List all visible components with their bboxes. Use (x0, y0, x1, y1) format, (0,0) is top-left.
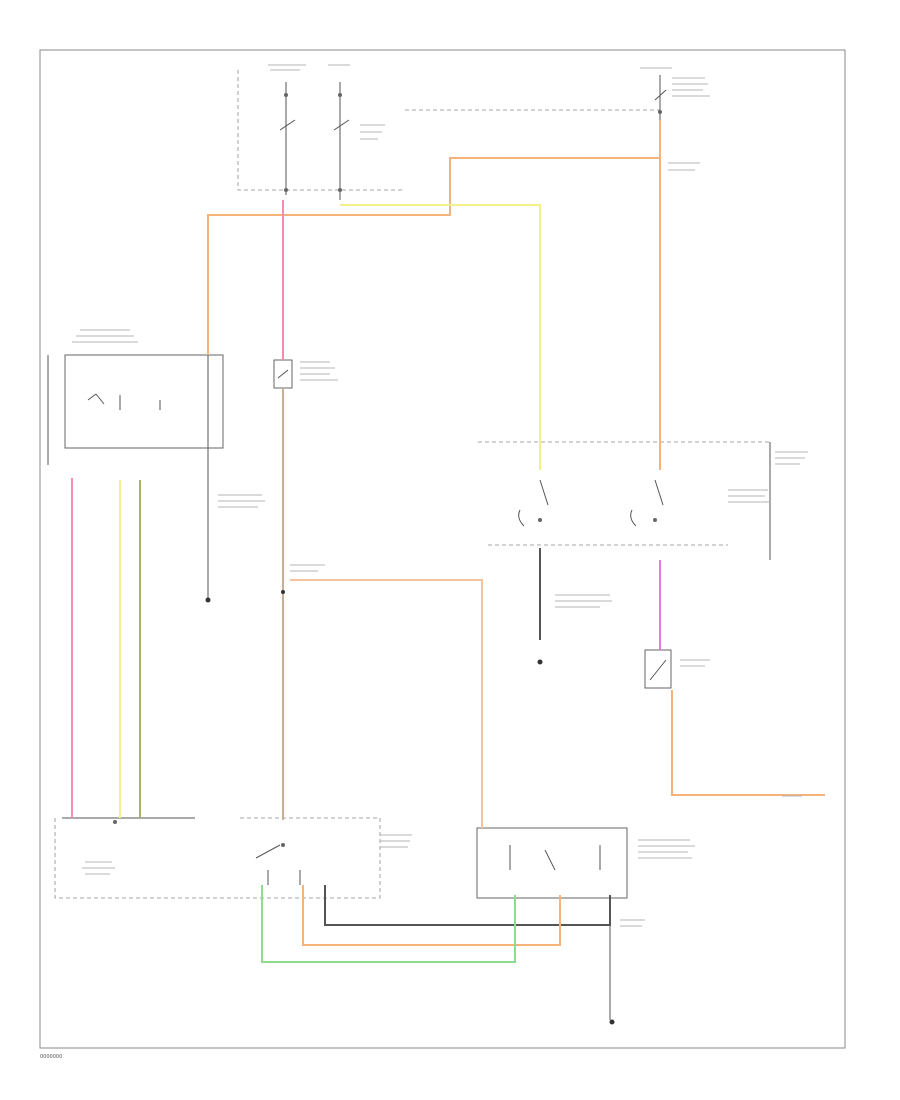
bottom-left-connector (54, 817, 240, 899)
left-module (47, 354, 224, 480)
bottom-middle-switch (240, 817, 381, 899)
ground-left (205, 597, 211, 603)
diagram-frame (39, 49, 846, 1049)
right-lower-switch (644, 649, 672, 689)
light-orange-wire (290, 579, 483, 828)
orange-wire-loop (302, 885, 561, 946)
wires (71, 120, 825, 1020)
ground-right-upper (537, 659, 543, 665)
page-code: 0000000 (40, 1054, 62, 1060)
ground-bottom-right (609, 1019, 615, 1025)
dark-gray-wire-bottom (324, 885, 611, 926)
bottom-right-module (476, 827, 628, 899)
top-fuse-box (237, 70, 405, 200)
yellow-wire-top (340, 204, 541, 470)
green-wire-loop (261, 885, 516, 963)
splice-middle (281, 590, 285, 594)
ground-symbols (205, 590, 615, 1025)
right-control-module (478, 441, 771, 560)
label-blocks (72, 64, 808, 927)
top-right-fuse (405, 75, 667, 120)
orange-wire-left (207, 157, 660, 355)
middle-relay (273, 359, 293, 389)
orange-wire-bottom (671, 690, 825, 796)
